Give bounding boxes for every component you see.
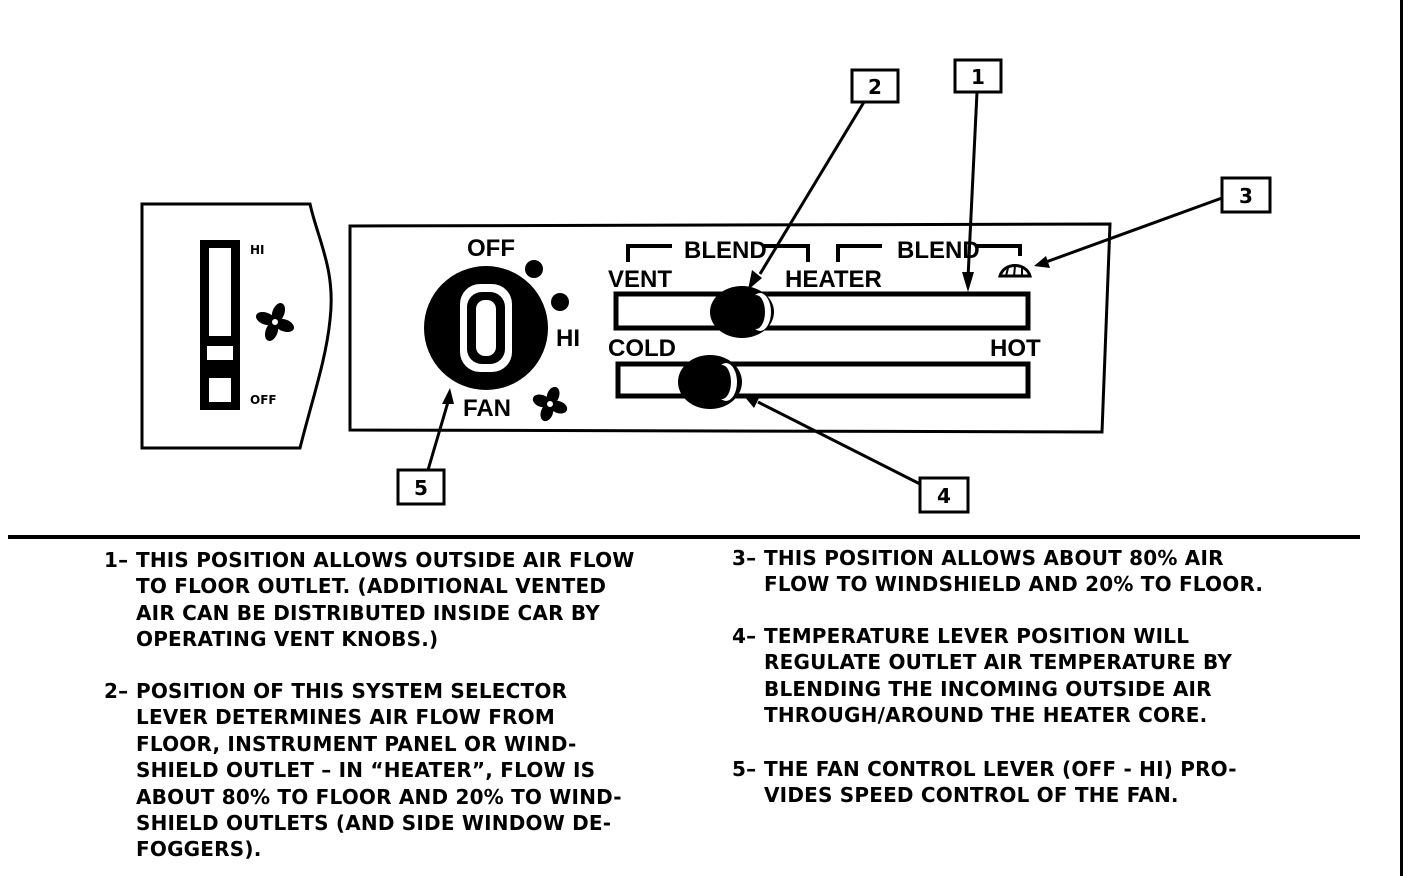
- note-4-number: 4–: [732, 624, 757, 648]
- fan-switch-slot-inner: [209, 248, 231, 402]
- note-1-line-4: OPERATING VENT KNOBS.): [136, 627, 439, 652]
- blend-label-1: BLEND: [684, 237, 767, 264]
- note-2-line-7: FOGGERS).: [136, 837, 262, 862]
- note-2-line-1: POSITION OF THIS SYSTEM SELECTOR: [136, 679, 568, 703]
- note-5-number: 5–: [732, 757, 757, 781]
- note-1-number: 1–: [104, 548, 129, 572]
- mode-lever-knob: [710, 286, 774, 338]
- note-5-line-2: VIDES SPEED CONTROL OF THE FAN.: [764, 783, 1179, 808]
- callout-1: 1: [953, 58, 1003, 292]
- control-panel: OFF HI FAN BLEND BLEND VENT HEATER: [348, 222, 1112, 434]
- svg-text:4: 4: [937, 484, 951, 508]
- note-2-line-5: ABOUT 80% TO FLOOR AND 20% TO WIND-: [136, 784, 622, 809]
- hot-label: HOT: [990, 335, 1041, 362]
- note-1-line-2: TO FLOOR OUTLET. (ADDITIONAL VENTED: [136, 574, 607, 599]
- note-3-number: 3–: [732, 546, 757, 570]
- svg-text:3: 3: [1239, 184, 1253, 208]
- note-3-line-1: THIS POSITION ALLOWS ABOUT 80% AIR: [764, 546, 1224, 570]
- svg-text:1: 1: [971, 65, 985, 89]
- fan-switch-hi-label: HI: [250, 243, 265, 257]
- note-2-number: 2–: [104, 679, 129, 703]
- note-5-line-1: THE FAN CONTROL LEVER (OFF - HI) PRO-: [764, 757, 1237, 781]
- divider-rule: [8, 535, 1360, 539]
- note-2-line-3: FLOOR, INSTRUMENT PANEL OR WIND-: [136, 731, 577, 756]
- fan-switch-fan-icon: [255, 302, 295, 342]
- fan-speed-dot-1: [525, 260, 543, 278]
- mode-lever-slot: [613, 291, 1031, 331]
- note-3-line-2: FLOW TO WINDSHIELD AND 20% TO FLOOR.: [764, 572, 1264, 597]
- cold-label: COLD: [608, 335, 676, 362]
- blend-bracket-2: [836, 244, 1022, 262]
- callout-5: 5: [396, 388, 454, 506]
- note-2-line-4: SHIELD OUTLET – IN “HEATER”, FLOW IS: [136, 758, 596, 783]
- fan-off-label: OFF: [467, 235, 515, 262]
- fan-switch-panel-outline: [140, 202, 333, 450]
- fan-hi-label: HI: [556, 325, 580, 352]
- fan-switch-knob-highlight: [207, 346, 233, 360]
- note-4-line-3: BLENDING THE INCOMING OUTSIDE AIR: [764, 676, 1212, 701]
- note-4-line-4: THROUGH/AROUND THE HEATER CORE.: [764, 703, 1208, 728]
- blend-label-2: BLEND: [897, 237, 980, 264]
- page-edge-line: [1400, 0, 1403, 876]
- heater-label: HEATER: [785, 266, 882, 293]
- note-2-line-6: SHIELD OUTLETS (AND SIDE WINDOW DE-: [136, 811, 612, 835]
- callout-3: 3: [1034, 176, 1272, 268]
- note-2-line-2: LEVER DETERMINES AIR FLOW FROM: [136, 705, 555, 730]
- note-4-line-1: TEMPERATURE LEVER POSITION WILL: [764, 624, 1190, 648]
- note-1-line-1: THIS POSITION ALLOWS OUTSIDE AIR FLOW: [136, 548, 635, 572]
- svg-text:2: 2: [868, 75, 882, 99]
- climate-control-diagram: HI OFF OFF HI FAN: [140, 58, 1272, 514]
- fan-speed-dot-2: [551, 293, 569, 311]
- defroster-icon: [998, 264, 1032, 278]
- fan-icon: [532, 386, 568, 422]
- callout-4: 4: [744, 396, 970, 514]
- note-4-line-2: REGULATE OUTLET AIR TEMPERATURE BY: [764, 650, 1233, 675]
- vent-label: VENT: [608, 266, 672, 293]
- fan-switch-panel: HI OFF: [140, 202, 333, 450]
- note-1-line-3: AIR CAN BE DISTRIBUTED INSIDE CAR BY: [136, 600, 600, 625]
- fan-knob: [424, 266, 548, 390]
- temperature-lever-knob: [678, 355, 742, 409]
- callout-2: 2: [748, 68, 900, 290]
- fan-label: FAN: [463, 395, 511, 422]
- control-panel-outline: [348, 222, 1112, 434]
- fan-switch-off-label: OFF: [250, 393, 277, 407]
- svg-text:5: 5: [414, 476, 428, 500]
